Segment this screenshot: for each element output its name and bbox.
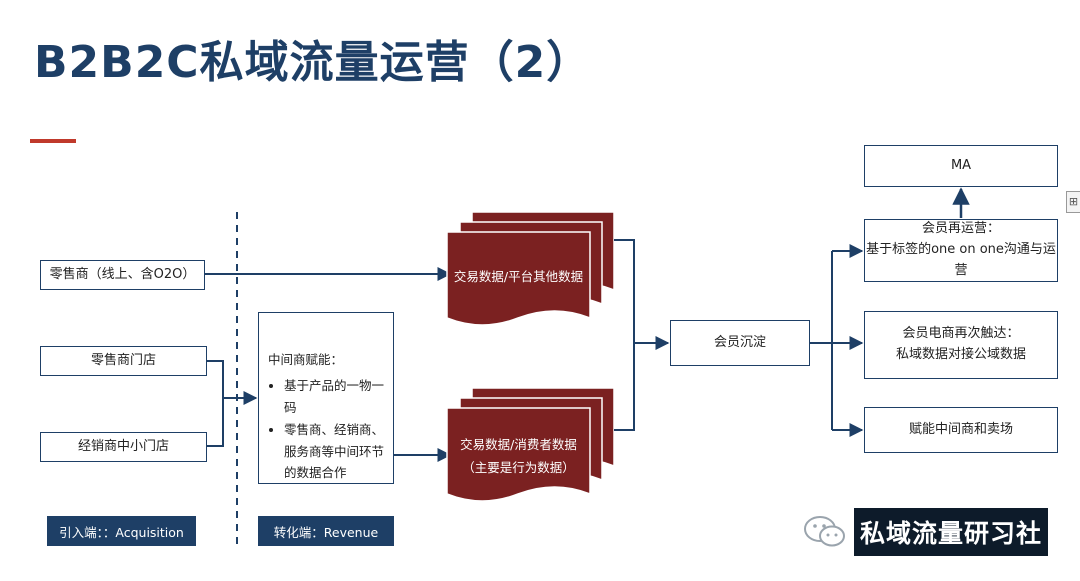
member-pool-label: 会员沉淀 [713, 334, 766, 350]
ma-box: MA [864, 145, 1058, 187]
retailer-store-label: 零售商门店 [90, 352, 156, 368]
retouch-line2: 私域数据对接公域数据 [895, 347, 1026, 362]
platform-data-label: 交易数据/平台其他数据 [453, 269, 584, 284]
watermark-text: 私域流量研习社 [854, 508, 1049, 556]
retailer-label: 零售商（线上、含O2O） [49, 266, 196, 282]
enablement-bullet: 零售商、经销商、服务商等中间环节的数据合作 [284, 419, 385, 485]
retouch-line1: 会员电商再次触达： [902, 326, 1020, 342]
acquisition-phase-label: 引入端：：Acquisition [47, 516, 196, 546]
wechat-icon [802, 512, 850, 552]
ma-label: MA [950, 157, 972, 173]
retailer-store-box: 零售商门店 [40, 346, 207, 376]
page-title: B2B2C私域流量运营（2） [34, 37, 592, 88]
retailer-box: 零售商（线上、含O2O） [40, 260, 205, 290]
empower-label: 赋能中间商和卖场 [908, 421, 1013, 437]
accent-bar [30, 139, 76, 143]
consumer-data-line1: 交易数据/消费者数据 [460, 437, 577, 452]
watermark: 私域流量研习社 [802, 506, 1050, 558]
dealer-store-box: 经销商中小门店 [40, 432, 207, 462]
reops-box: 会员再运营： 基于标签的one on one沟通与运营 [864, 219, 1058, 282]
reops-line2: 基于标签的one on one沟通与运营 [866, 242, 1056, 278]
reops-line1: 会员再运营： [921, 221, 1000, 237]
enablement-heading: 中间商赋能： [268, 352, 344, 367]
consumer-data-line2: （主要是行为数据） [462, 459, 575, 475]
connector-stores-merge [207, 360, 224, 447]
member-pool-box: 会员沉淀 [670, 320, 810, 366]
platform-data-doc-stack [446, 211, 615, 326]
connector-data-merge [614, 239, 635, 431]
consumer-data-label: 交易数据/消费者数据 （主要是行为数据） [447, 434, 590, 479]
consumer-data-doc-stack [446, 387, 615, 502]
enablement-box: 中间商赋能： 基于产品的一物一码 零售商、经销商、服务商等中间环节的数据合作 [258, 312, 394, 484]
side-panel-tab-icon[interactable]: ⊞ [1066, 191, 1080, 213]
enablement-list: 基于产品的一物一码 零售商、经销商、服务商等中间环节的数据合作 [268, 375, 385, 484]
revenue-phase-label: 转化端：Revenue [258, 516, 394, 546]
empower-box: 赋能中间商和卖场 [864, 407, 1058, 453]
dealer-store-label: 经销商中小门店 [77, 438, 169, 454]
retouch-box: 会员电商再次触达： 私域数据对接公域数据 [864, 311, 1058, 379]
enablement-bullet: 基于产品的一物一码 [284, 375, 385, 419]
